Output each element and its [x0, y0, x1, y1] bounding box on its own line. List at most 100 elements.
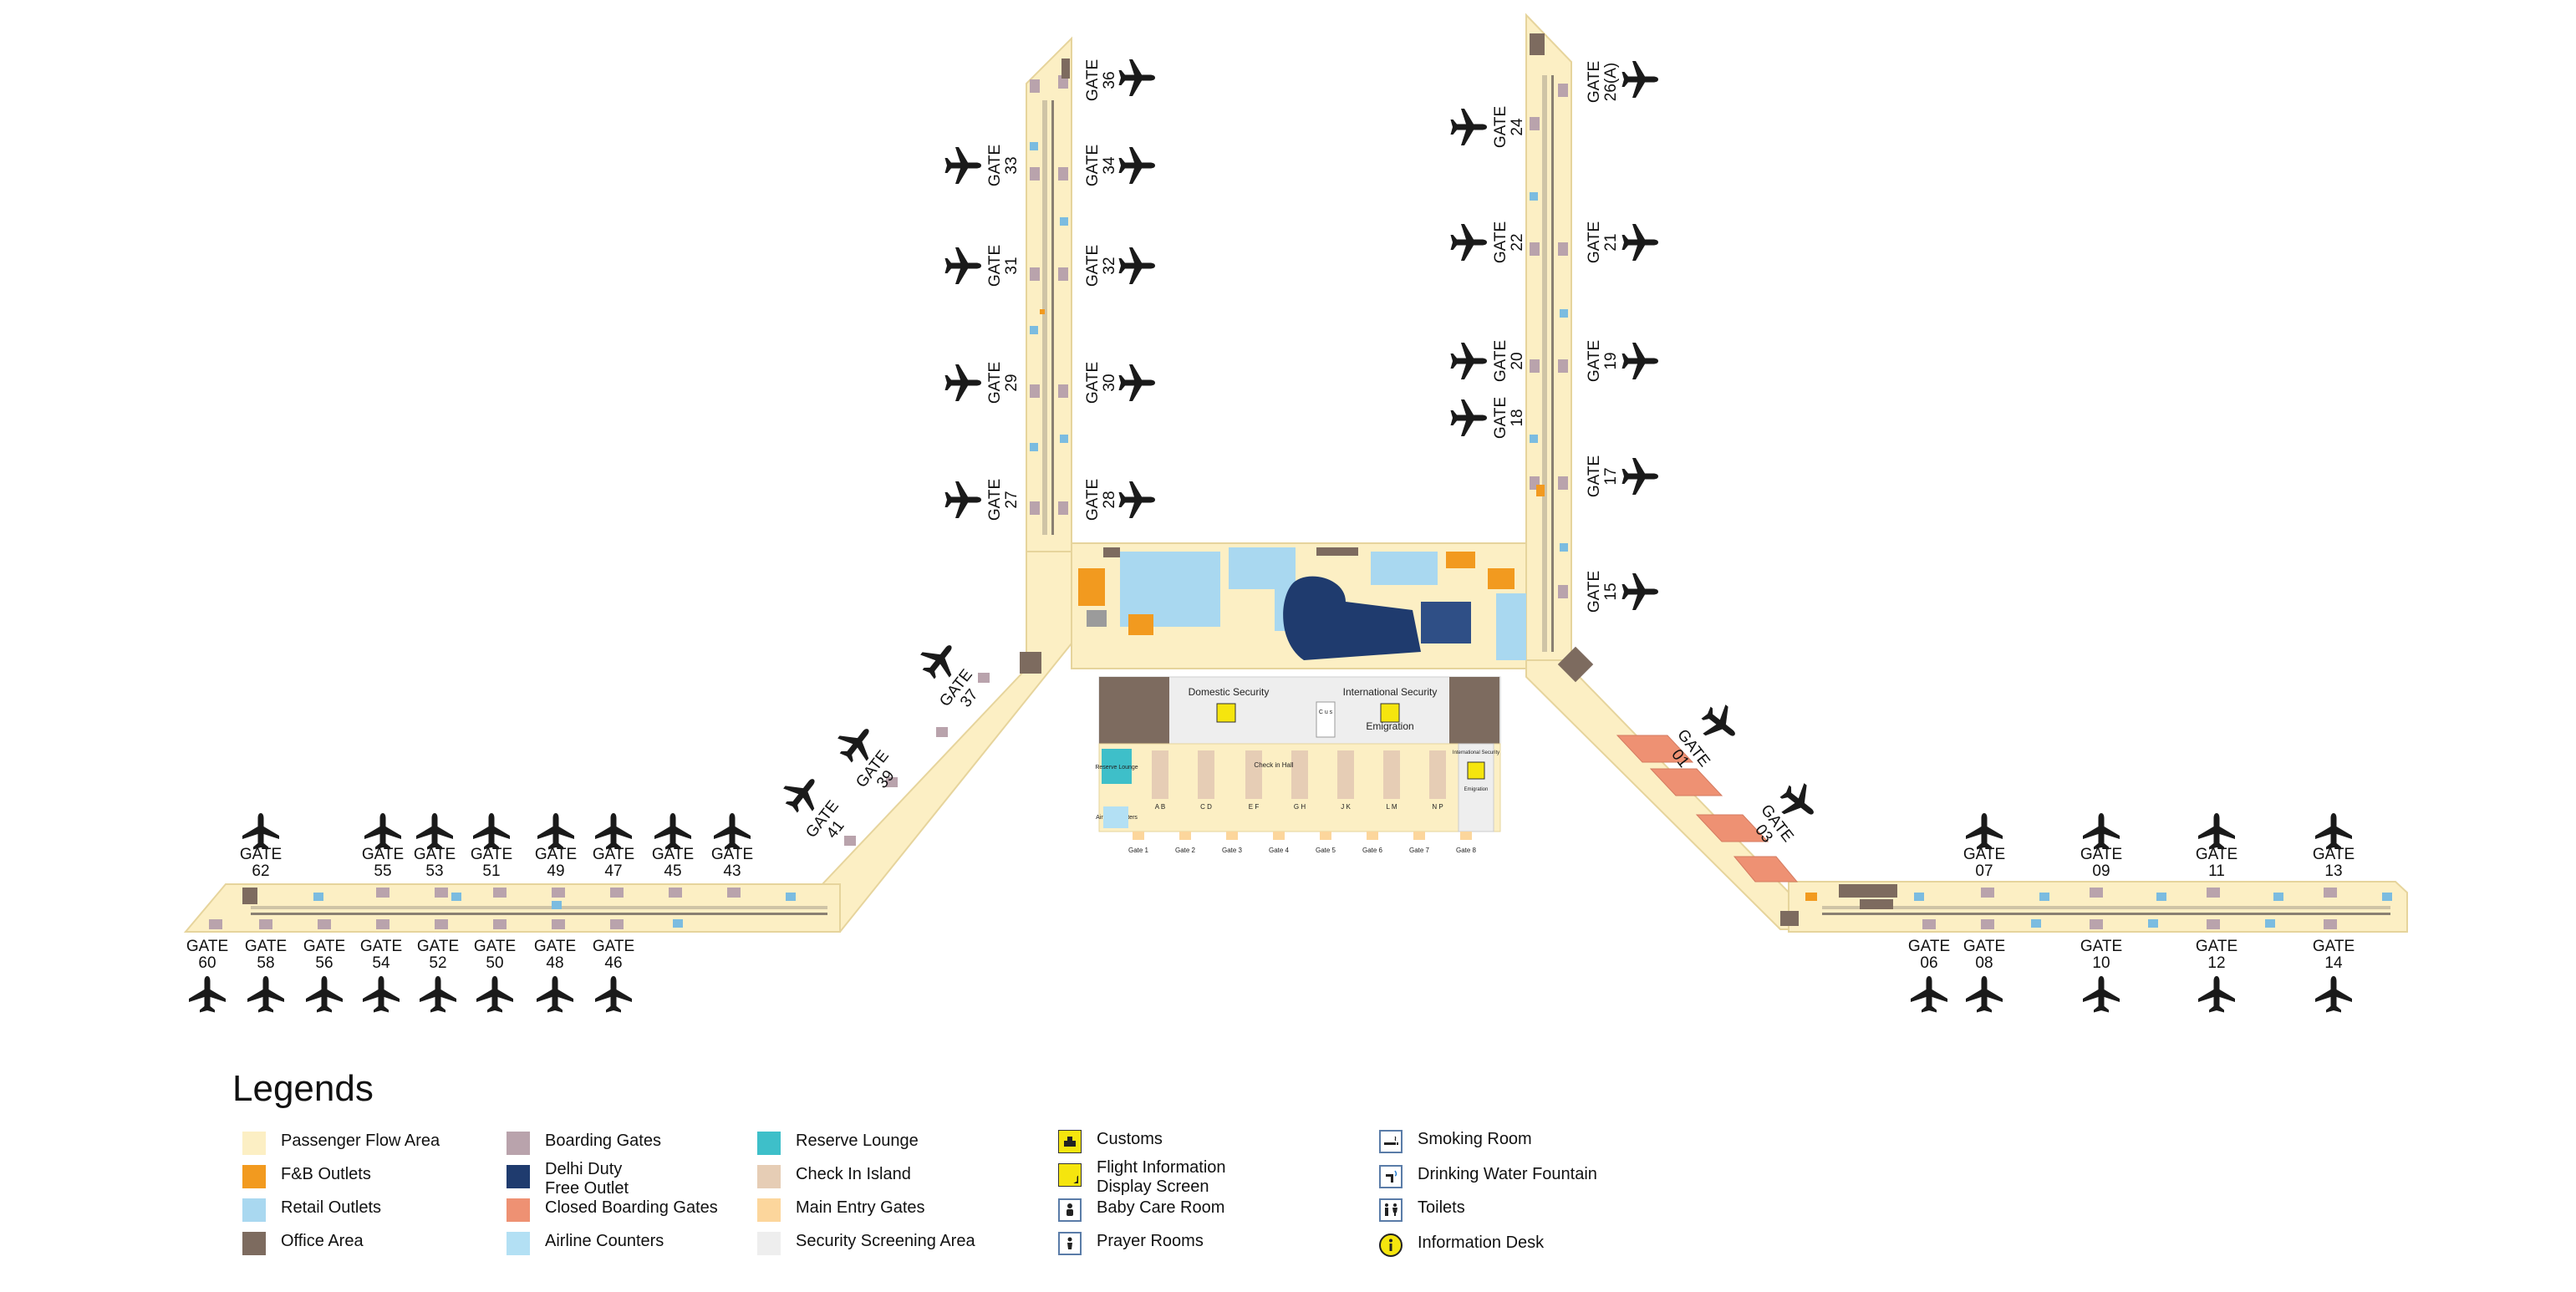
- gate-number-label: 50: [486, 954, 503, 972]
- legend-security-screening-label: Security Screening Area: [796, 1232, 975, 1250]
- main-entry-gate-label[interactable]: Gate 1: [1128, 847, 1149, 854]
- gate-number-label: 52: [429, 954, 446, 972]
- gate-word-label: GATE: [1908, 938, 1950, 955]
- main-entry-gate-label[interactable]: Gate 8: [1456, 847, 1477, 854]
- airplane-icon: [189, 976, 226, 1013]
- airplane-icon: [420, 976, 456, 1013]
- airplane-icon: [2315, 813, 2352, 850]
- gate-word-label: GATE: [2313, 938, 2355, 955]
- check-in-island-swatch: [757, 1165, 781, 1188]
- check-in-island-label: C D: [1200, 803, 1212, 811]
- gate-word-label: GATE: [1963, 938, 2005, 955]
- legend-closed-gates-label: Closed Boarding Gates: [545, 1198, 718, 1217]
- gate-number-label: 11: [2208, 862, 2225, 880]
- main-entry-gate-label[interactable]: Gate 6: [1362, 847, 1383, 854]
- gate-number-label: 15: [1602, 582, 1620, 600]
- gate-word-label: GATE: [2080, 938, 2122, 955]
- gate-word-label: GATE: [534, 938, 576, 955]
- legend-check-in-island: Check In Island: [757, 1165, 911, 1188]
- gate-word-label: GATE: [1586, 221, 1603, 263]
- gate-number-label: 18: [1509, 409, 1526, 426]
- gate-number-label: 49: [547, 862, 564, 880]
- airplane-icon: [1118, 247, 1155, 284]
- main-entry-gate-label[interactable]: Gate 5: [1316, 847, 1336, 854]
- gate-word-label: GATE: [245, 938, 287, 955]
- main-entry-gate-label[interactable]: Gate 4: [1269, 847, 1290, 854]
- check-in-island-label: A B: [1155, 803, 1165, 811]
- gate-number-label: 26(A): [1602, 63, 1620, 101]
- airplane-icon: [1911, 976, 1947, 1013]
- gate-number-label: 09: [2092, 862, 2110, 880]
- main-entry-gate-label[interactable]: Gate 7: [1409, 847, 1430, 854]
- emigration-label: Emigration: [1366, 720, 1413, 732]
- legend-security-screening: Security Screening Area: [757, 1232, 975, 1255]
- gate-number-label: 06: [1920, 954, 1937, 972]
- airplane-icon: [537, 976, 573, 1013]
- reserve-lounge-small-label: Reserve Lounge: [1095, 765, 1138, 771]
- airplane-icon: [242, 813, 279, 850]
- main-entry-gate-label[interactable]: Gate 3: [1222, 847, 1243, 854]
- main-entry-gate-label[interactable]: Gate 2: [1175, 847, 1196, 854]
- duty-free-swatch: [507, 1165, 530, 1188]
- drinking-water-icon: [1379, 1165, 1403, 1188]
- gate-number-label: 53: [425, 862, 443, 880]
- prayer-room-icon: [1058, 1232, 1082, 1255]
- gate-word-label: GATE: [362, 846, 404, 863]
- gate-number-label: 17: [1602, 467, 1620, 485]
- gate-word-label: GATE: [303, 938, 345, 955]
- gate-word-label: GATE: [593, 846, 634, 863]
- airplane-icon: [1966, 813, 2003, 850]
- check-in-island-label: L M: [1386, 803, 1397, 811]
- check-in-island-label: G H: [1294, 803, 1306, 811]
- check-in-island-label: J K: [1341, 803, 1351, 811]
- legend-fb-outlets-label: F&B Outlets: [281, 1165, 371, 1183]
- gate-number-label: 60: [198, 954, 216, 972]
- airplane-icon: [1621, 61, 1658, 98]
- airplane-icon: [247, 976, 284, 1013]
